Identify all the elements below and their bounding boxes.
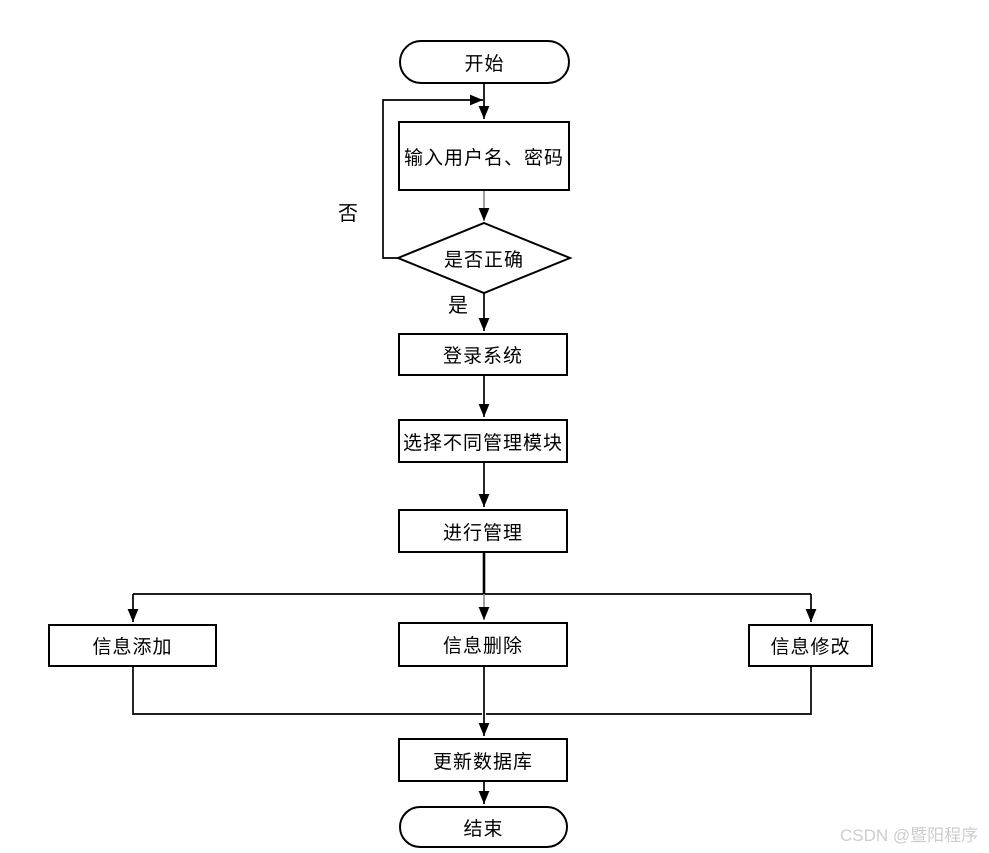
edge-label-no: 否 — [338, 202, 358, 225]
watermark: CSDN @暨阳程序 — [840, 826, 979, 845]
node-info-modify-label: 信息修改 — [770, 637, 851, 658]
node-info-delete-label: 信息删除 — [442, 636, 523, 657]
node-input-credentials: 输入用户名、密码 — [398, 121, 570, 191]
edge-add-to-merge — [132, 667, 482, 715]
edge-label-yes: 是 — [448, 294, 468, 317]
node-end-label: 结束 — [463, 818, 504, 840]
node-decision-correct-label: 是否正确 — [443, 249, 524, 271]
node-decision-correct: 是否正确 — [398, 223, 570, 293]
decision-diamond-shape — [395, 221, 573, 295]
node-start-label: 开始 — [464, 53, 505, 75]
node-login-system: 登录系统 — [398, 333, 568, 376]
node-info-modify: 信息修改 — [748, 624, 873, 667]
edge-modify-to-merge — [486, 667, 812, 715]
node-perform-manage-label: 进行管理 — [442, 522, 523, 544]
node-info-add: 信息添加 — [48, 624, 217, 667]
node-select-module: 选择不同管理模块 — [398, 419, 568, 463]
node-input-credentials-label: 输入用户名、密码 — [403, 147, 564, 169]
node-info-delete: 信息删除 — [398, 622, 568, 667]
node-info-add-label: 信息添加 — [92, 637, 173, 658]
node-login-system-label: 登录系统 — [442, 346, 523, 367]
node-update-database-label: 更新数据库 — [432, 751, 533, 773]
node-select-module-label: 选择不同管理模块 — [402, 432, 563, 454]
edge-decision-no-loopback — [382, 94, 483, 259]
node-perform-manage: 进行管理 — [398, 509, 568, 553]
node-end: 结束 — [399, 806, 568, 848]
node-update-database: 更新数据库 — [398, 738, 568, 782]
node-start: 开始 — [399, 40, 570, 84]
